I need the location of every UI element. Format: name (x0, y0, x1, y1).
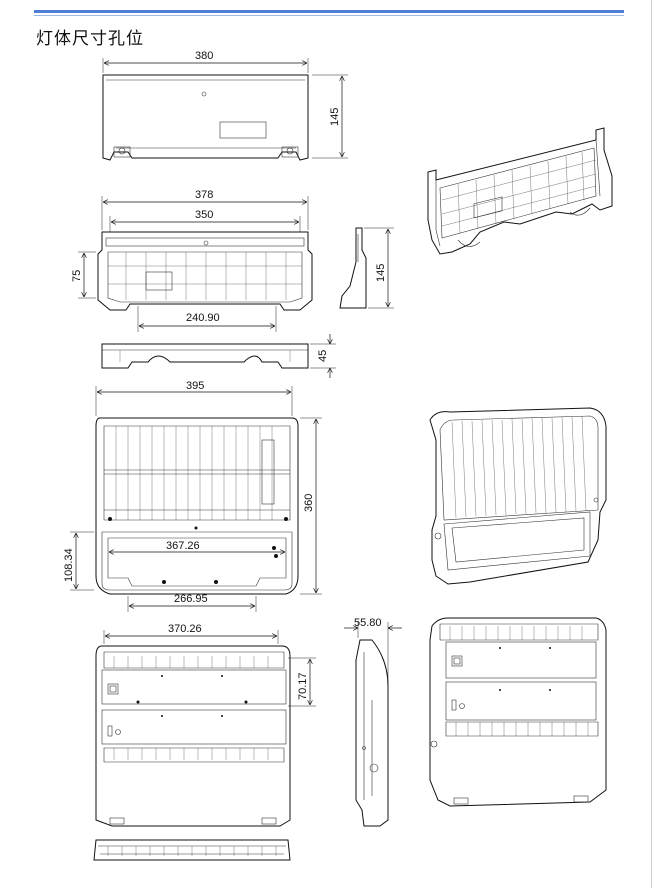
bottom-strip-view (93, 839, 291, 861)
frame-side-height-label: 145 (375, 264, 387, 282)
side-profile-depth-label: 55.80 (354, 617, 382, 629)
housing-width-label: 395 (186, 380, 204, 392)
header-rule (34, 10, 624, 13)
housing-left-height-label: 108.34 (63, 548, 75, 582)
front-panel-height-label: 70.17 (297, 672, 309, 700)
side-profile-view: 55.80 (344, 617, 402, 827)
front-width-label: 370.26 (168, 623, 202, 635)
housing-inner-width-label: 367.26 (166, 540, 200, 552)
housing-bottom-span-label: 266.95 (174, 593, 208, 605)
frame-bottom-view: 45 (101, 334, 336, 378)
frame-inner-width-label: 350 (195, 209, 213, 221)
housing-isometric-view (429, 407, 607, 585)
frame-isometric-view (427, 127, 613, 255)
front-isometric-view (429, 617, 607, 807)
page-title: 灯体尺寸孔位 (36, 29, 144, 49)
housing-height-label: 360 (303, 494, 315, 512)
frame-top-view: 378 350 75 240.90 (71, 189, 313, 332)
frame-depth-label: 45 (317, 350, 329, 362)
header-rule-light (34, 15, 624, 16)
back-plate-view: 380 145 (102, 50, 348, 161)
housing-front-view: 395 360 108.34 367.26 266.95 (63, 380, 322, 612)
back-plate-height-label: 145 (329, 108, 341, 126)
back-plate-width-label: 380 (195, 50, 213, 62)
front-panel-view: 370.26 70.17 (95, 623, 316, 827)
frame-bottom-span-label: 240.90 (186, 312, 220, 324)
frame-outer-width-label: 378 (195, 189, 213, 201)
frame-left-height-label: 75 (71, 270, 83, 282)
page-edge-rule (651, 0, 652, 888)
frame-side-view: 145 (339, 227, 394, 309)
